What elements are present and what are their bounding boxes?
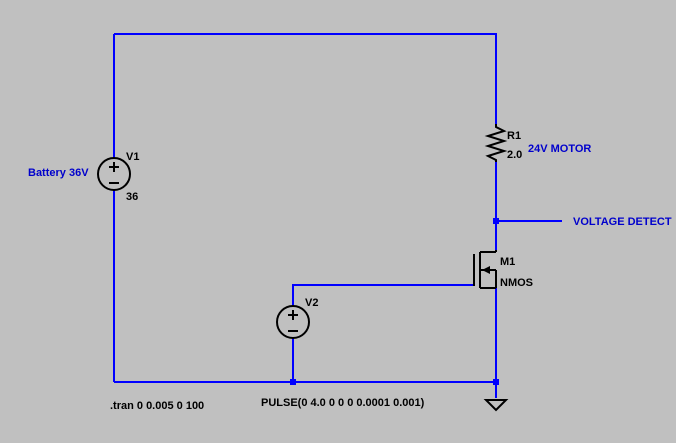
tran-directive[interactable]: .tran 0 0.005 0 100: [110, 400, 204, 412]
ground-icon[interactable]: [483, 399, 509, 412]
nmos-arrow-icon: [482, 266, 490, 274]
wire-gate[interactable]: [292, 284, 474, 306]
r1-value: 2.0: [507, 149, 522, 161]
wire-top[interactable]: [114, 33, 497, 124]
junction-source-ground: [493, 379, 499, 385]
r1-ref: R1: [507, 130, 521, 142]
v2-value: PULSE(0 4.0 0 0 0 0.0001 0.001): [261, 397, 425, 409]
voltage-source-v2[interactable]: [276, 305, 310, 339]
v1-ref: V1: [126, 151, 139, 163]
nmos-transistor-m1[interactable]: [473, 250, 497, 289]
v2-ref: V2: [305, 297, 318, 309]
m1-type: NMOS: [500, 277, 533, 289]
net-label-voltage-detect[interactable]: VOLTAGE DETECT: [573, 216, 672, 228]
m1-ref: M1: [500, 256, 515, 268]
wires: [113, 33, 562, 398]
junction-v2-ground: [290, 379, 296, 385]
r1-label: 24V MOTOR: [528, 143, 591, 155]
junction-drain-node: [493, 218, 499, 224]
v1-label: Battery 36V: [28, 167, 89, 179]
resistor-r1[interactable]: [484, 124, 508, 162]
v1-value: 36: [126, 191, 138, 203]
voltage-source-v1[interactable]: [97, 157, 131, 191]
